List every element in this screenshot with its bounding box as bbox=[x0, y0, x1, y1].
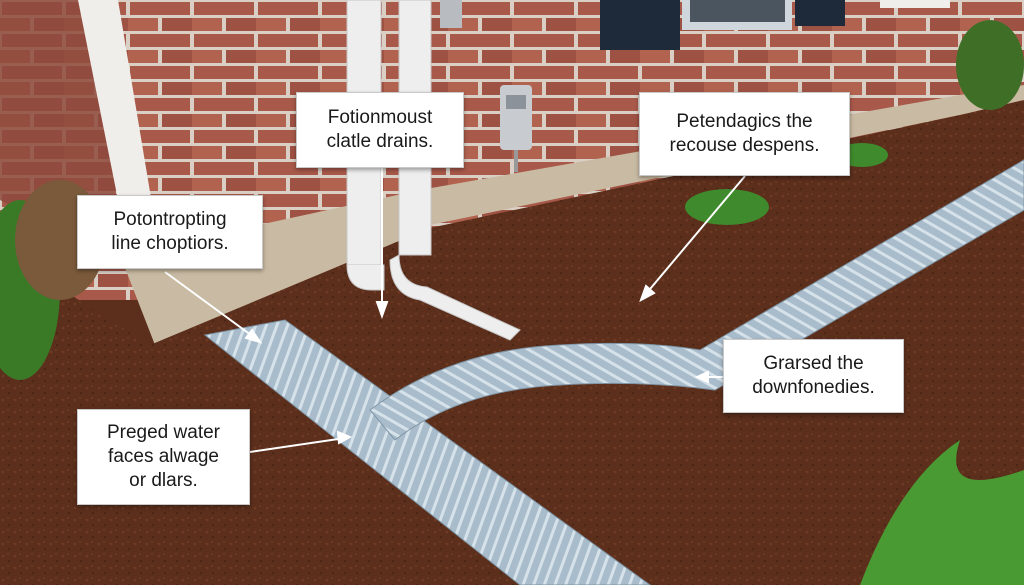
callout-right-line-1: Grarsed the bbox=[763, 353, 864, 375]
callout-top-right: Petendagics the recouse despens. bbox=[639, 92, 850, 176]
plants bbox=[0, 20, 1024, 585]
callout-top-right-line-1: Petendagics the bbox=[676, 111, 813, 133]
callout-left-line-2: line choptiors. bbox=[111, 233, 229, 254]
callout-bottom-left-line-3: or dlars. bbox=[129, 469, 198, 491]
utility-box bbox=[440, 0, 532, 172]
callout-bottom-left-line-1: Preged water bbox=[106, 422, 220, 444]
leader-left bbox=[164, 271, 256, 339]
callout-top-center-line-2: clatle drains. bbox=[326, 131, 434, 152]
callout-right-line-2: downfonedies. bbox=[752, 377, 875, 398]
callout-left: Potontropting line choptiors. bbox=[77, 195, 263, 269]
callout-bottom-left: Preged water faces alwage or dlars. bbox=[77, 409, 250, 505]
leader-lines bbox=[164, 168, 746, 453]
callout-left-line-1: Potontropting bbox=[113, 209, 227, 231]
leader-top-right bbox=[644, 175, 746, 296]
callout-bottom-left-line-2: faces alwage bbox=[108, 446, 219, 468]
foundation bbox=[120, 85, 1024, 345]
leader-bottom-left bbox=[249, 437, 346, 453]
drain-pipes bbox=[203, 159, 1024, 585]
callout-top-center: Fotionmoust clatle drains. bbox=[296, 92, 464, 168]
callout-top-center-line-1: Fotionmoust bbox=[327, 107, 433, 129]
soil bbox=[0, 100, 1024, 585]
callout-right: Grarsed the downfonedies. bbox=[723, 339, 904, 413]
callout-top-right-line-2: recouse despens. bbox=[669, 135, 820, 156]
window bbox=[600, 0, 950, 50]
